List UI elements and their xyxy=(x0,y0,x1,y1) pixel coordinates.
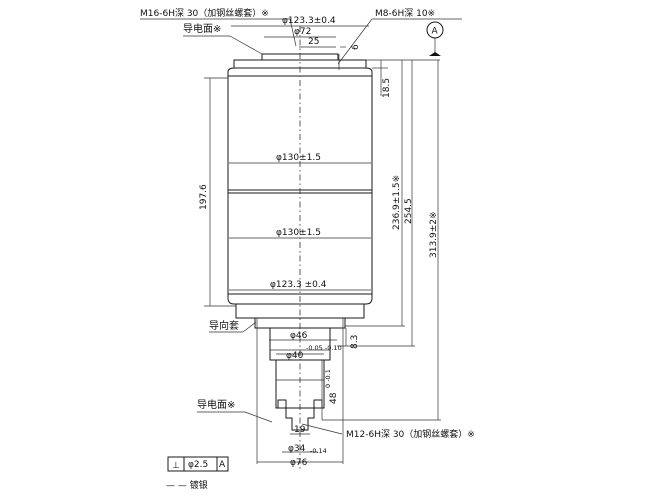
stem-left-tab xyxy=(277,399,287,409)
stem-right-tab xyxy=(313,399,323,409)
h197-dim: 197.6 xyxy=(199,184,209,210)
perpendicularity-frame: ⊥ φ2.5 A xyxy=(167,456,229,472)
d130-b-dim: φ130±1.5 xyxy=(276,228,321,238)
perpendicularity-symbol: ⊥ xyxy=(172,461,180,471)
silver-plating-legend: — — 镀银 xyxy=(166,479,208,491)
d72-dim: φ72 xyxy=(294,27,311,37)
d48-tol: 0 -0.1 xyxy=(324,369,332,388)
d6-dim: 6 xyxy=(351,44,361,50)
d19-dim: 19 xyxy=(294,425,306,435)
stem-tip xyxy=(285,408,315,431)
d25-dim: 25 xyxy=(308,37,319,47)
h313-dim: 313.9±2※ xyxy=(429,211,439,258)
top-thread-callout-text: M16-6H深 30（加钢丝螺套）※ xyxy=(140,7,269,19)
m8-thread-leader xyxy=(337,18,373,65)
d18-dim: 18.5 xyxy=(382,78,392,98)
bottom-conductive-face-label: 导电面※ xyxy=(197,398,235,411)
d130-a-dim: φ130±1.5 xyxy=(276,153,321,163)
d76-dim: φ76 xyxy=(290,458,308,468)
bottom-conductive-face-leader xyxy=(244,411,273,423)
tolerance-datum: A xyxy=(219,460,226,470)
d123-bottom-dim: φ123.3 ±0.4 xyxy=(270,280,327,290)
h254-dim: 254.5 xyxy=(404,198,414,224)
h236-dim: 236.9±1.5※ xyxy=(392,175,402,230)
datum-triangle xyxy=(429,52,441,56)
bottom-thread-callout-text: M12-6H深 30（加钢丝螺套）※ xyxy=(346,428,475,440)
d40-tol: -0.05 -0.10 xyxy=(306,344,342,352)
tolerance-frame-box xyxy=(167,456,229,472)
d8-dim: 8.3 xyxy=(350,335,360,349)
top-conductive-face-leader xyxy=(229,35,263,55)
tolerance-value: φ2.5 xyxy=(188,460,208,470)
top-dia-dim: φ123.3±0.4 xyxy=(282,16,336,26)
guide-sleeve-label: 导向套 xyxy=(209,319,239,332)
d34-dim: φ34 xyxy=(288,444,306,454)
d48-dim: 48 xyxy=(329,392,339,404)
bottom-thread-leader xyxy=(301,423,343,435)
d34-tol: -0.14 xyxy=(310,447,327,455)
d40-dim: φ40 xyxy=(286,351,304,361)
guide-sleeve-leader xyxy=(242,321,257,333)
top-conductive-face-label: 导电面※ xyxy=(183,22,221,35)
top-thread-leader xyxy=(289,18,297,47)
d46-dim: φ46 xyxy=(290,331,308,341)
datum-letter: A xyxy=(432,27,439,37)
ceramic-envelope xyxy=(227,67,373,305)
m8-thread-callout-text: M8-6H深 10※ xyxy=(375,8,435,19)
datum-circle xyxy=(426,21,444,39)
